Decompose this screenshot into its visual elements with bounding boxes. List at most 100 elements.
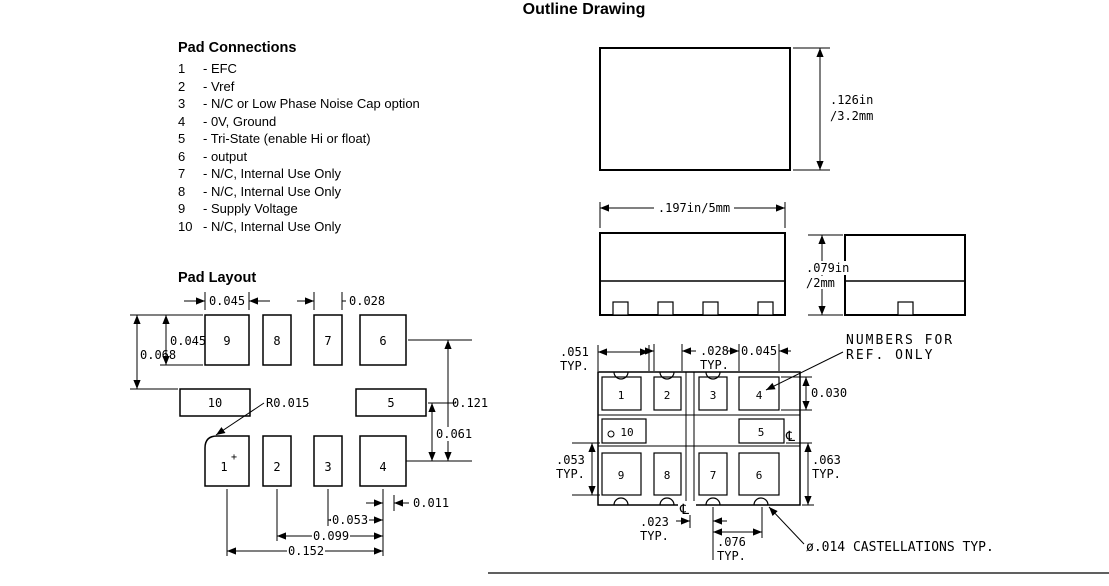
castellation-arc: [613, 497, 629, 506]
pad-connection-desc: - Vref: [203, 78, 235, 94]
side-view-drawing: .079in /2mm: [803, 234, 966, 316]
pad-connection-desc: - N/C, Internal Use Only: [203, 218, 341, 234]
side-pad: [657, 301, 674, 316]
pad-7: [313, 314, 343, 366]
pad-3: [313, 435, 343, 487]
pad-connection-item: 3 - N/C or Low Phase Noise Cap option: [178, 95, 420, 113]
castellation-arc: [705, 371, 721, 380]
pad-6-label: 6: [756, 469, 763, 482]
pad-8: [653, 452, 682, 496]
pad-connection-number: 1: [178, 61, 186, 77]
dim-text-mask: [312, 529, 350, 542]
dim-076: .076: [717, 535, 746, 549]
dim-023-typ: TYP.: [640, 529, 669, 543]
pad-7-label: 7: [324, 334, 331, 348]
pad-connection-item: 6- output: [178, 148, 420, 166]
dim-castellation-offset: 0.011: [413, 496, 449, 510]
castellation-arc: [613, 371, 629, 380]
pad-connection-number: 3: [178, 96, 186, 112]
pad-10: [179, 388, 251, 417]
pad-2-label: 2: [664, 389, 671, 402]
pad-connection-number: 5: [178, 131, 186, 147]
pad-4: [738, 376, 780, 411]
pad-connection-item: 2- Vref: [178, 78, 420, 96]
pad-3-label: 3: [710, 389, 717, 402]
dim-028: .028: [700, 344, 729, 358]
pad-5: [738, 418, 785, 444]
pad-1-plus-mark: +: [231, 452, 237, 463]
dim-corner-radius: R0.015: [266, 396, 309, 410]
orientation-mark: [607, 430, 615, 438]
pad-9: [204, 314, 250, 366]
pad-4-label: 4: [379, 460, 386, 474]
ref-note-line2: REF. ONLY: [846, 348, 934, 363]
pad-connection-desc: - N/C or Low Phase Noise Cap option: [203, 96, 420, 112]
leader-line: [215, 402, 265, 436]
pad-6: [359, 314, 407, 366]
dim-pad7-width: 0.028: [349, 294, 385, 308]
dim-053-typ: TYP.: [556, 467, 585, 481]
pad-connections-list: 1- EFC 2- Vref 3- N/C or Low Phase Noise…: [178, 60, 420, 235]
side-pad: [757, 301, 774, 316]
pad-connection-desc: - 0V, Ground: [203, 113, 277, 129]
pad-4: [359, 435, 407, 487]
pad-connection-desc: - N/C, Internal Use Only: [203, 183, 341, 199]
dim-text-mask: [654, 201, 734, 214]
top-view-drawing: .126in /3.2mm: [599, 47, 873, 171]
dim-051: .051: [560, 345, 589, 359]
castellation-arc: [753, 497, 769, 506]
dim-076-typ: TYP.: [717, 549, 746, 563]
dim-028-typ: TYP.: [700, 358, 729, 372]
dim-text-mask: [434, 427, 476, 441]
pad-6-label: 6: [379, 334, 386, 348]
dim-023: .023: [640, 515, 669, 529]
pad-8-label: 8: [273, 334, 280, 348]
dim-text-mask: [803, 261, 852, 275]
centerline-symbol: ℄: [679, 502, 689, 518]
dim-row-pitch: 0.068: [140, 348, 176, 362]
pad-7-label: 7: [710, 469, 717, 482]
pad-8-label: 8: [664, 469, 671, 482]
dim-package-height-mm: /3.2mm: [830, 109, 873, 123]
pad-connection-item: 8- N/C, Internal Use Only: [178, 183, 420, 201]
pad-layout-heading: Pad Layout: [178, 270, 257, 286]
dim-pitch-3-4: 0.053: [332, 513, 368, 527]
dim-body-height-mm: /2mm: [806, 276, 835, 290]
dim-pad-height: 0.045: [170, 334, 206, 348]
leader-line: [768, 506, 805, 545]
pad-layout-drawing: 9 8 7 6 10 5 1 + 2 3 4 0.045 0.028: [130, 292, 488, 558]
pad-2-label: 2: [273, 460, 280, 474]
side-pad: [612, 301, 629, 316]
dim-045: 0.045: [741, 344, 777, 358]
pad-connection-item: 5- Tri-State (enable Hi or float): [178, 130, 420, 148]
package-top-outline: [599, 47, 791, 171]
dim-text-mask: [803, 276, 838, 289]
pad-connection-desc: - output: [203, 148, 248, 164]
pad-7: [698, 452, 728, 496]
pad-1-label: 1: [220, 460, 227, 474]
pad-1: [204, 435, 250, 487]
pad-connection-item: 9- Supply Voltage: [178, 200, 420, 218]
pad-6: [738, 452, 780, 496]
pad-connection-item: 7- N/C, Internal Use Only: [178, 165, 420, 183]
dim-package-height-in: .126in: [830, 93, 873, 107]
pad-connection-number: 9: [178, 201, 186, 217]
pad-2: [262, 435, 292, 487]
pad-1-label: 1: [618, 389, 625, 402]
leader-line: [765, 351, 844, 391]
castellation-arc: [659, 371, 675, 380]
pad-3: [698, 376, 728, 411]
pad-connection-desc: - N/C, Internal Use Only: [203, 166, 341, 182]
pad-9-label: 9: [618, 469, 625, 482]
pad-4-label: 4: [756, 389, 763, 402]
dim-text-mask: [287, 544, 325, 557]
pad-5-label: 5: [758, 426, 765, 439]
pad-connection-item: 10- N/C, Internal Use Only: [178, 218, 420, 236]
dim-030: 0.030: [811, 386, 847, 400]
dim-063-typ: TYP.: [812, 467, 841, 481]
pad-2: [653, 376, 682, 411]
dim-package-width: .197in/5mm: [658, 201, 730, 215]
pad-1: [601, 376, 642, 411]
